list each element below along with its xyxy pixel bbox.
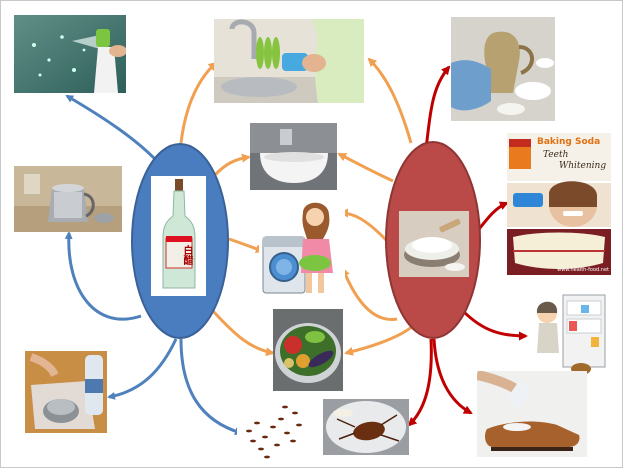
teeth-caption-line2: Whitening xyxy=(559,161,607,171)
window-cleaning-photo xyxy=(14,15,126,93)
arrow-soda-to-silver xyxy=(424,65,451,150)
silver-polishing-photo xyxy=(451,17,555,121)
arrow-soda-to-shoe xyxy=(432,338,473,415)
plastic-bag-cleaning-photo xyxy=(25,351,107,433)
arrow-soda-to-laundry xyxy=(339,208,389,243)
arrow-vinegar-to-plastic-bag xyxy=(107,338,178,400)
arrow-vinegar-to-vegetables xyxy=(211,309,275,357)
dishwashing-photo xyxy=(214,19,364,103)
arrow-soda-to-washbasin xyxy=(337,152,394,183)
cockroach-photo xyxy=(323,399,409,455)
arrow-soda-to-dishwashing xyxy=(367,57,413,144)
shoe-deodorizing-photo xyxy=(477,371,587,457)
arrow-soda-to-fridge xyxy=(461,309,528,341)
arrow-vinegar-to-ants xyxy=(179,338,243,436)
fridge-deodorizing-illustration xyxy=(529,291,609,377)
arrow-vinegar-to-washbasin xyxy=(212,153,251,178)
vinegar-bottle-icon: 白醋 xyxy=(151,176,206,296)
baking-soda-bowl-icon xyxy=(399,211,469,277)
washbasin-photo xyxy=(250,123,337,190)
baking-soda-brand-text: Baking Soda xyxy=(537,137,601,147)
teeth-caption-line1: Teeth xyxy=(543,150,569,160)
arrow-soda-to-cockroach xyxy=(407,338,433,427)
ant-repelling-photo xyxy=(237,401,305,461)
vegetable-washing-photo xyxy=(273,309,343,391)
laundry-illustration xyxy=(259,199,345,297)
teeth-footer-url: www.health-food.net xyxy=(557,267,609,273)
arrow-vinegar-to-laundry xyxy=(228,237,265,254)
arrow-soda-to-laundry-lower xyxy=(341,267,398,321)
teeth-whitening-photo: Baking Soda Teeth Whitening www.health-f… xyxy=(507,133,611,275)
arrow-vinegar-to-kettle xyxy=(64,231,142,321)
arrow-soda-to-vegetables xyxy=(344,324,414,356)
arrow-vinegar-to-dishwashing xyxy=(179,61,218,144)
vinegar-bottle-label: 白醋 xyxy=(181,245,192,265)
kettle-descaling-photo xyxy=(14,166,122,232)
